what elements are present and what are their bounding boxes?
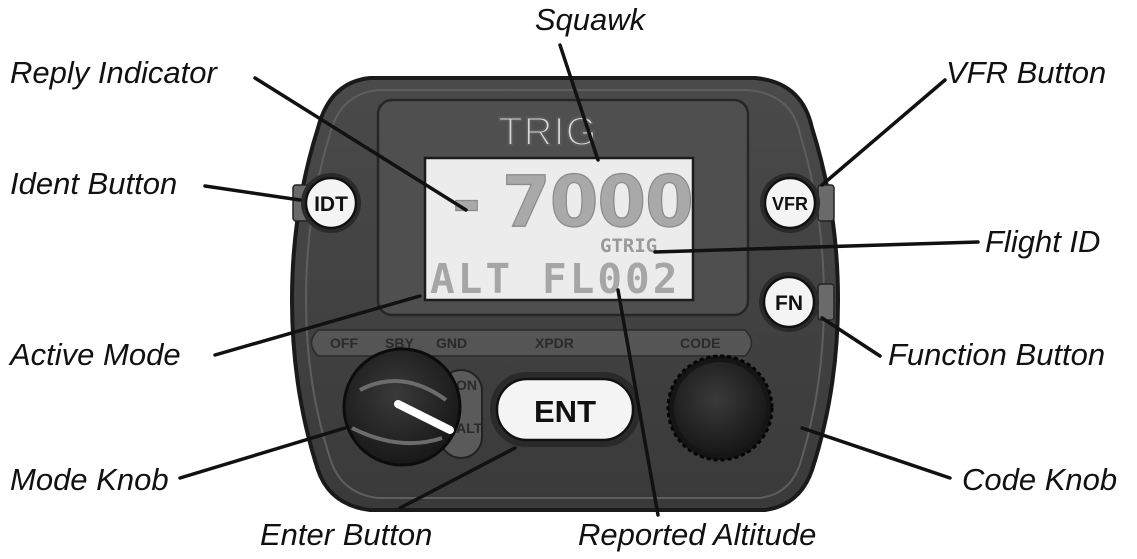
ident-button[interactable]: IDT [292,173,361,233]
mode-label-gnd: GND [436,335,467,351]
function-button[interactable]: FN [759,272,835,332]
flight-id: GTRIG [600,235,657,257]
label-ident-button: Ident Button [10,166,177,201]
leader-flight-id [653,240,980,254]
callout-leaders [178,43,980,517]
label-vfr-button: VFR Button [946,55,1106,90]
leader-function-button [820,316,882,358]
label-reported-altitude: Reported Altitude [578,517,816,552]
label-flight-id: Flight ID [985,224,1100,259]
label-squawk: Squawk [535,2,647,37]
label-mode-knob: Mode Knob [10,462,169,497]
brand-logo: TRIG [498,110,598,154]
mode-label-xpdr: XPDR [535,335,574,351]
mode-knob-pointer [394,400,454,434]
squawk-code: 7000 [502,161,693,243]
mode-scale-strip [310,329,753,357]
mode-knob[interactable] [342,347,462,467]
label-reply-indicator: Reply Indicator [10,55,218,90]
active-mode-display: ALT [430,255,513,303]
label-enter-button: Enter Button [260,517,432,552]
callout-labels: Squawk Reply Indicator VFR Button Ident … [8,2,1117,552]
ident-button-label: IDT [314,193,348,216]
leader-enter-button [398,446,517,510]
leader-ident-button [203,184,302,202]
enter-button[interactable]: ENT [490,372,640,447]
function-button-label: FN [775,292,803,315]
label-active-mode: Active Mode [8,337,181,372]
lcd-screen [423,156,695,302]
leader-active-mode [213,294,422,357]
label-code-knob: Code Knob [962,462,1117,497]
enter-button-label: ENT [534,394,596,429]
leader-squawk [558,43,600,162]
vfr-button[interactable]: VFR [760,173,835,233]
leader-reply-indicator [253,76,468,212]
leader-code-knob [800,426,952,480]
mode-label-off: OFF [330,335,358,351]
mode-label-on: ON [456,377,477,393]
mode-label-alt: ALT [456,420,483,436]
leader-reported-altitude [616,288,660,517]
leader-mode-knob [178,426,347,480]
leader-vfr-button [820,78,947,187]
reported-altitude-display: FL002 [542,255,680,303]
mode-label-code: CODE [680,335,720,351]
transponder-unit: TRIG - 7000 GTRIG ALT FL002 IDT VFR FN [289,76,841,512]
label-function-button: Function Button [888,337,1105,372]
vfr-button-label: VFR [772,194,808,214]
mode-label-sby: SBY [385,335,414,351]
code-knob[interactable] [666,354,774,462]
